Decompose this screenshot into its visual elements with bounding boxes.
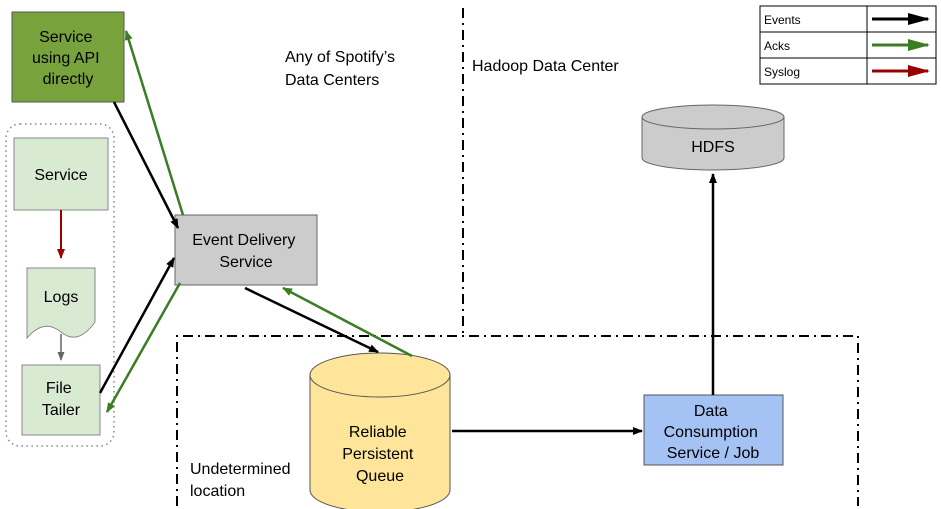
reliable-persistent-queue-cylinder [309,352,451,509]
events-arrow-file-tailer-to-event-delivery [98,257,176,394]
undetermined-location-boundary [176,335,859,506]
events-arrow-api-service-to-event-delivery [112,101,180,229]
legend-label-acks: Acks [764,39,790,53]
client-service-group [5,123,115,447]
events-arrow-event-delivery-to-queue [244,286,379,354]
spotify-datacenters-label: Any of Spotify’s Data Centers [285,49,399,89]
legend: Events Acks Syslog [759,5,937,85]
file-tailer-box [21,364,101,436]
logs-document [26,267,96,340]
legend-label-events: Events [764,13,801,27]
service-label: Service [34,167,87,184]
data-consumption-service-label: Data Consumption Service / Job [664,403,763,462]
undetermined-location-label: Undetermined location [190,461,295,500]
hdfs-label: HDFS [691,139,735,156]
file-tailer-label: File Tailer [42,380,81,419]
service-using-api-box [11,11,125,103]
hdfs-cylinder [641,104,785,171]
ack-arrow-event-delivery-to-api-service [124,30,185,216]
legend-label-syslog: Syslog [764,65,800,79]
hadoop-datacenter-label: Hadoop Data Center [472,58,619,75]
logs-label: Logs [44,289,79,306]
reliable-persistent-queue-label: Reliable Persistent Queue [342,424,418,485]
ack-arrow-queue-to-event-delivery [282,286,413,358]
event-delivery-service-box [174,214,318,286]
service-box [13,137,109,211]
event-delivery-service-label: Event Delivery Service [192,232,300,271]
ack-arrow-event-delivery-to-file-tailer [105,282,182,413]
service-using-api-label: Service using API directly [32,29,104,88]
